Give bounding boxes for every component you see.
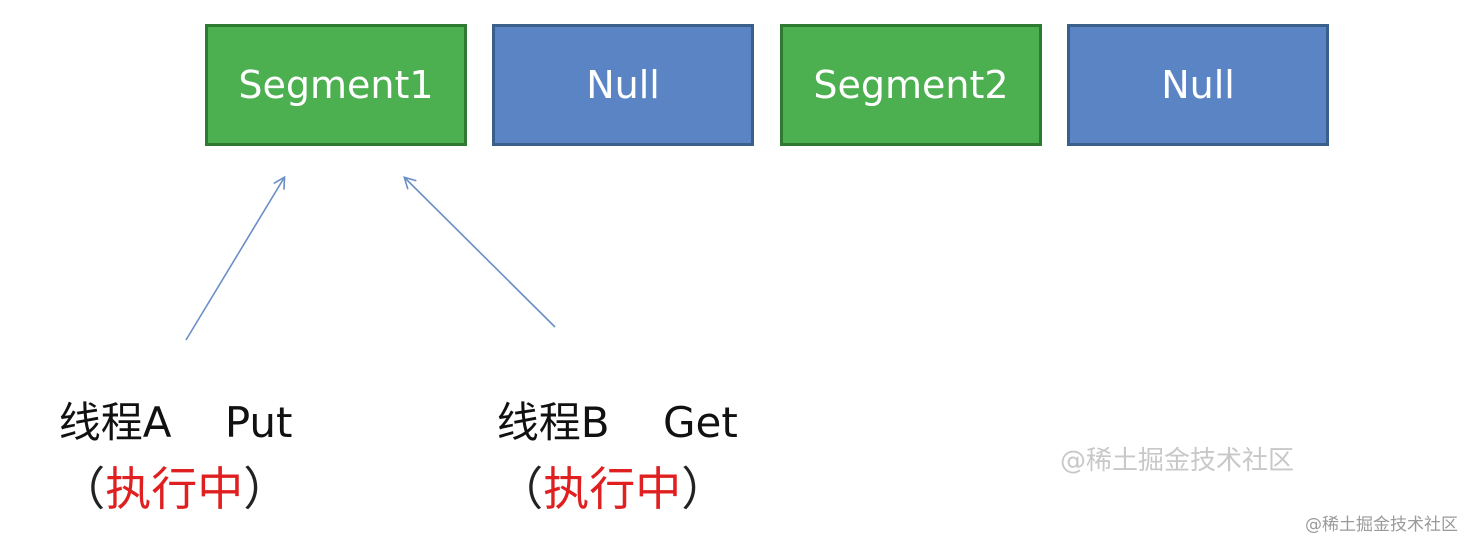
thread-a-op: Put: [224, 398, 293, 447]
segment-cell-3: Segment2: [780, 24, 1042, 146]
thread-b-op: Get: [662, 398, 738, 447]
watermark: @稀土掘金技术社区: [1060, 446, 1295, 476]
thread-b-close-paren: ）: [681, 462, 728, 516]
segment-cell-label: Null: [586, 63, 660, 107]
thread-a-status-text: 执行中: [105, 462, 244, 516]
segment-cell-label: Segment2: [813, 63, 1009, 107]
thread-b-status: （执行中）: [468, 420, 727, 512]
thread-b-open-paren: （: [497, 462, 544, 516]
thread-b-label: 线程B Get: [470, 360, 738, 444]
segment-cell-label: Segment1: [238, 63, 434, 107]
arrow-thread-a-to-segment1: [185, 175, 286, 341]
thread-a-name: 线程A: [58, 398, 172, 447]
segment-cell-label: Null: [1161, 63, 1235, 107]
thread-a-open-paren: （: [59, 462, 106, 516]
thread-b-status-text: 执行中: [543, 462, 682, 516]
segment-cell-1: Segment1: [205, 24, 467, 146]
thread-a-close-paren: ）: [243, 462, 290, 516]
segment-cell-2: Null: [492, 24, 754, 146]
segment-cell-4: Null: [1067, 24, 1329, 146]
thread-a-label: 线程A Put: [32, 360, 293, 444]
watermark-corner: @稀土掘金技术社区: [1305, 515, 1458, 535]
thread-a-status: （执行中）: [30, 420, 289, 512]
arrow-thread-b-to-segment1: [403, 176, 556, 328]
thread-b-name: 线程B: [496, 398, 610, 447]
